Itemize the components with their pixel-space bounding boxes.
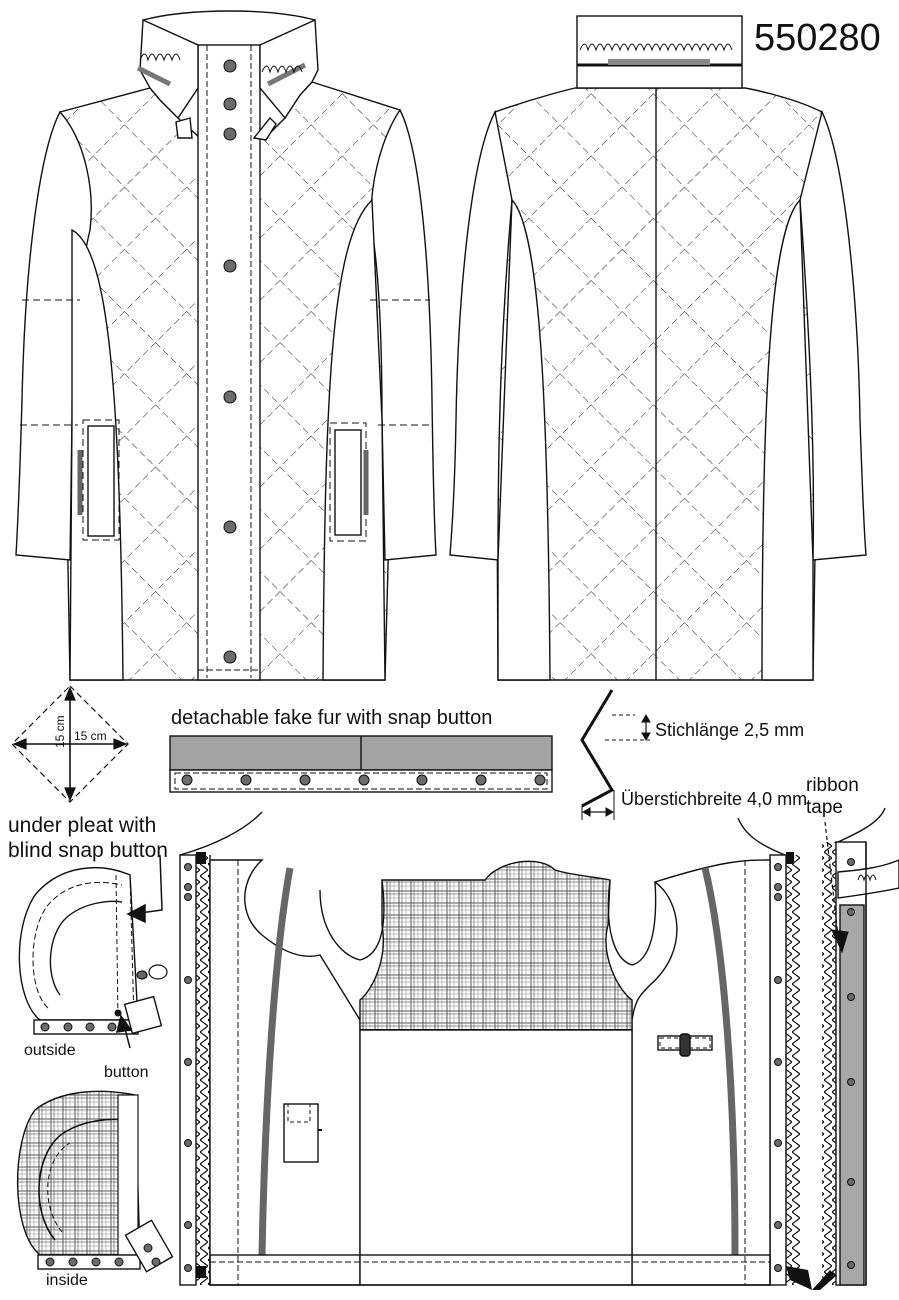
hood-pointers <box>116 854 163 1049</box>
back-collar <box>576 15 743 89</box>
back-body <box>494 87 823 681</box>
fur-snap-buttons <box>181 774 546 786</box>
front-collar <box>139 18 199 120</box>
dim-horizontal: 15 cm <box>74 729 107 743</box>
front-snap-buttons <box>223 59 237 664</box>
front-placket <box>197 44 261 681</box>
ribbon-snaps <box>847 858 855 1269</box>
lining-view <box>179 811 800 1286</box>
stitch-diagram <box>580 689 651 820</box>
inside-label: inside <box>46 1272 88 1289</box>
hood-outside <box>18 866 163 1035</box>
lining-snaps-left <box>184 863 192 1272</box>
zipper-pull <box>136 964 168 980</box>
ribbon-pointer <box>824 821 849 954</box>
back-right-sleeve <box>799 109 867 561</box>
stitch-length-label: Stichlänge 2,5 mm <box>655 720 804 740</box>
lining-snaps-right <box>774 863 782 1272</box>
stitch-width-label: Überstichbreite 4,0 mm <box>621 789 807 809</box>
back-view <box>449 15 867 681</box>
hood-button <box>114 1009 122 1017</box>
back-left-sleeve <box>449 109 513 561</box>
ribbon-tape-detail <box>822 807 899 1286</box>
hood-inside-snaps <box>45 1243 161 1267</box>
hood-outside-snaps <box>40 1022 117 1032</box>
dim-vertical: 15 cm <box>53 715 67 748</box>
under-pleat-label: under pleat with blind snap button <box>8 814 168 862</box>
outside-label: outside <box>24 1042 76 1059</box>
button-label: button <box>104 1064 149 1081</box>
front-left-pocket <box>87 425 115 537</box>
fur-label: detachable fake fur with snap button <box>171 707 492 729</box>
quilt-dimension-diagram <box>11 685 129 803</box>
front-left-sleeve <box>15 110 92 561</box>
front-right-pocket <box>334 429 362 536</box>
hood-inside <box>16 1090 174 1273</box>
ribbon-tape-label: ribbon tape <box>806 775 859 818</box>
style-number: 550280 <box>754 17 881 59</box>
front-view <box>15 10 437 681</box>
